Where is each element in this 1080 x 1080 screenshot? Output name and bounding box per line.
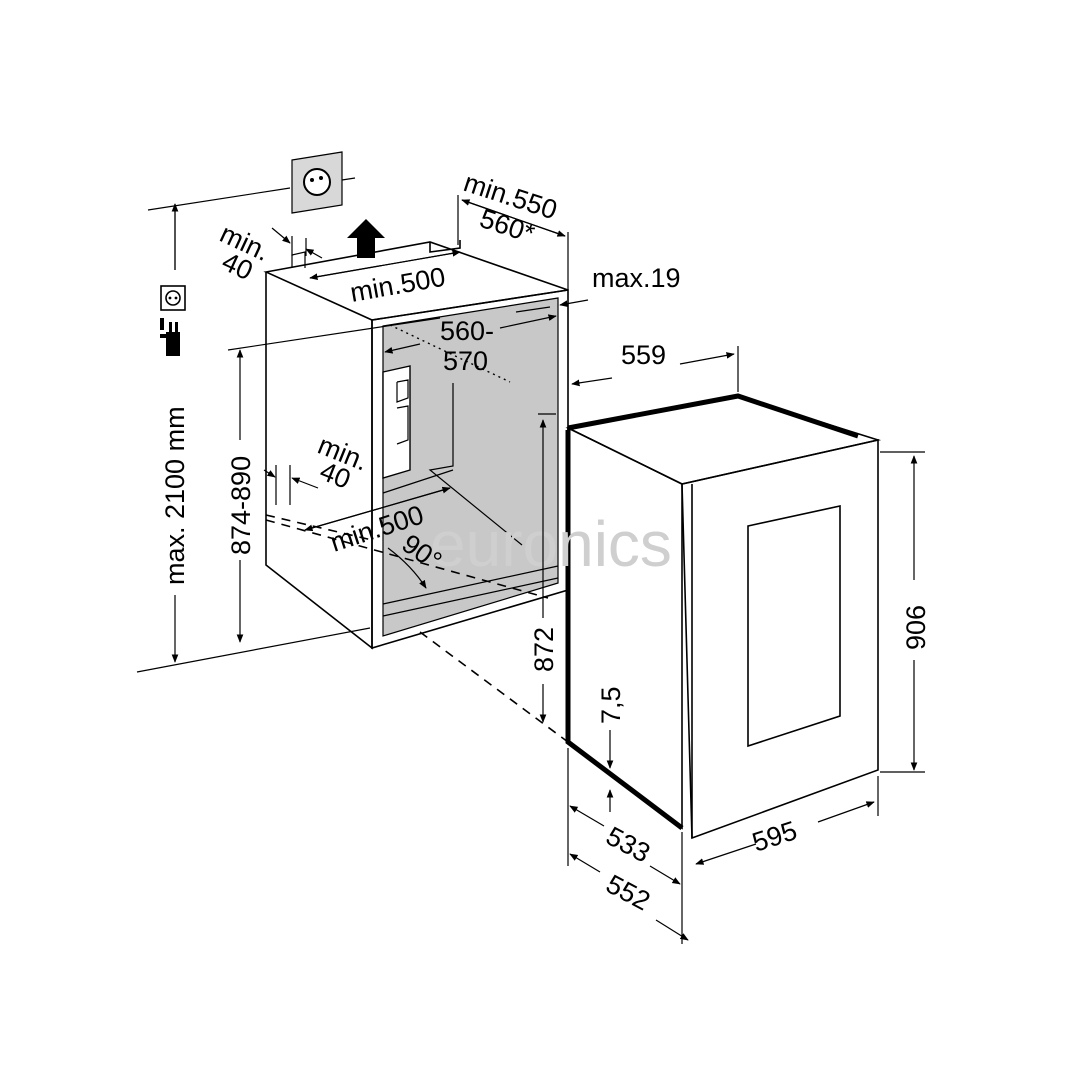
label-872: 872	[529, 627, 559, 672]
plug-icon	[160, 318, 180, 356]
dimension-lines	[136, 195, 925, 944]
label-552: 552	[601, 869, 655, 917]
niche-opening	[382, 297, 559, 637]
label-906: 906	[901, 605, 931, 650]
arrow-up-icon	[347, 219, 385, 258]
wall-socket-icon	[291, 151, 343, 214]
label-max-2100: max. 2100 mm	[160, 406, 190, 585]
label-max-19: max.19	[592, 263, 681, 293]
label-595: 595	[749, 815, 801, 857]
appliance	[565, 393, 882, 840]
label-874-890: 874-890	[226, 456, 256, 555]
hinge-bracket	[382, 365, 411, 479]
watermark-text: euronics	[430, 508, 672, 580]
label-7-5: 7,5	[596, 686, 626, 724]
niche-cabinet	[263, 240, 569, 743]
label-560-570-b: 570	[443, 346, 488, 376]
door-glass	[747, 505, 841, 748]
label-533: 533	[601, 821, 655, 869]
label-560-570-a: 560-	[440, 316, 494, 346]
label-559: 559	[621, 340, 666, 370]
socket-icon	[160, 285, 186, 311]
